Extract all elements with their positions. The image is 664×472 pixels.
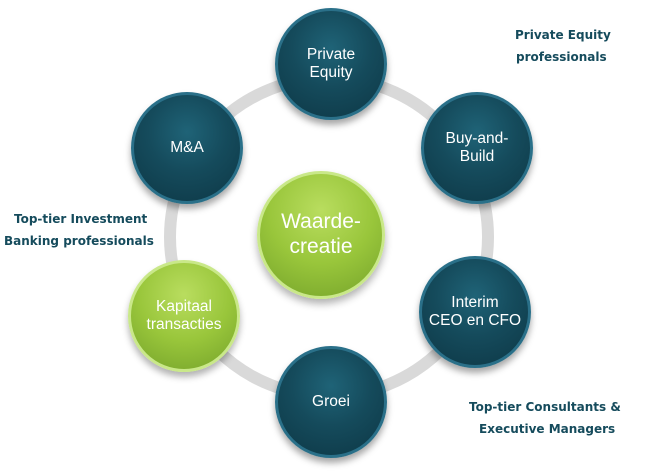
annotation-line: Top-tier Consultants & — [469, 400, 621, 414]
annotation-line: Banking professionals — [4, 234, 154, 248]
annotation-line: Private Equity — [515, 28, 611, 42]
annotation-line: professionals — [516, 50, 607, 64]
node-private-equity: Private Equity — [275, 8, 387, 120]
node-interim-ceo-cfo: Interim CEO en CFO — [419, 256, 531, 368]
annotation-private-equity-professionals: Private Equity professionals — [515, 24, 611, 68]
node-ma: M&A — [131, 92, 243, 204]
node-buy-and-build: Buy-and- Build — [421, 92, 533, 204]
annotation-investment-banking: Top-tier Investment Banking professional… — [4, 208, 154, 252]
node-kapitaal-transacties: Kapitaal transacties — [128, 260, 240, 372]
node-groei: Groei — [275, 346, 387, 458]
annotation-consultants-managers: Top-tier Consultants & Executive Manager… — [469, 396, 621, 440]
annotation-line: Executive Managers — [479, 422, 616, 436]
annotation-line: Top-tier Investment — [14, 212, 148, 226]
center-node-waardecreatie: Waarde- creatie — [257, 171, 385, 299]
